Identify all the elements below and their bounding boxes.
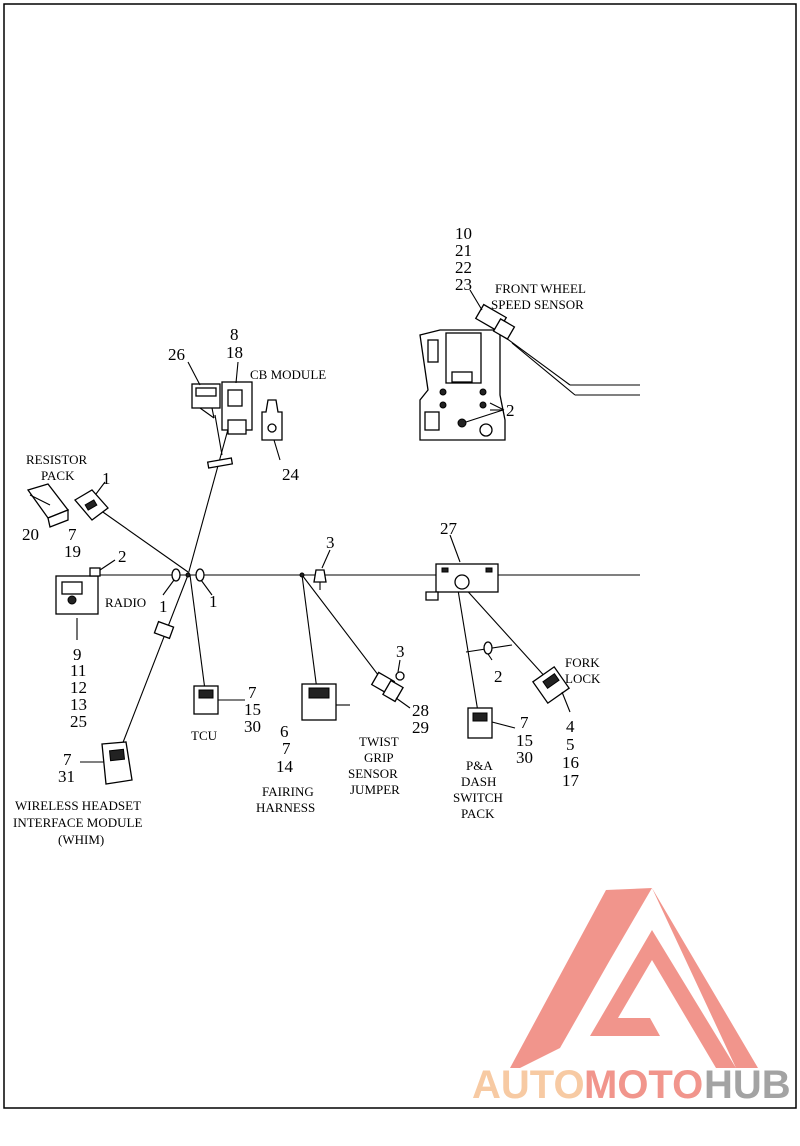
clip-1a-num: 1 xyxy=(159,597,168,616)
watermark-outer-triangle xyxy=(510,888,652,1068)
tcu-connector xyxy=(193,685,219,715)
radio xyxy=(55,567,101,615)
tcu-num-2: 15 xyxy=(244,700,261,719)
radio-num-2: 11 xyxy=(70,661,86,680)
whim-wire-clip xyxy=(153,620,175,640)
resistor-num: 20 xyxy=(22,525,39,544)
cb-module-label: CB MODULE xyxy=(250,367,326,382)
whim-label-1: WIRELESS HEADSET xyxy=(15,798,141,813)
watermark-triangle xyxy=(590,888,758,1068)
twist-grip-connector xyxy=(370,671,405,703)
watermark-auto: AUTO xyxy=(472,1063,585,1107)
twist-label-3: SENSOR xyxy=(348,766,398,781)
twist-top-num: 3 xyxy=(396,642,405,661)
fairing-num-2: 7 xyxy=(282,739,291,758)
tcu-num-1: 7 xyxy=(248,683,257,702)
radio-num-1: 9 xyxy=(73,645,82,664)
radio-top-num: 2 xyxy=(118,547,127,566)
callout-labels: 10 21 22 23 FRONT WHEEL SPEED SENSOR 2 8… xyxy=(13,224,601,847)
dash-clip-2 xyxy=(483,641,493,655)
front-wheel-num-4: 23 xyxy=(455,275,472,294)
resistor-pack xyxy=(26,483,70,528)
watermark-hub: HUB xyxy=(704,1063,791,1107)
cb-num-1: 8 xyxy=(230,325,239,344)
clip-3-num: 3 xyxy=(326,533,335,552)
tcu-label: TCU xyxy=(191,728,218,743)
front-wheel-label-1: FRONT WHEEL xyxy=(495,281,586,296)
fairing-num-1: 6 xyxy=(280,722,289,741)
fairing-num-3: 14 xyxy=(276,757,294,776)
tcu-num-3: 30 xyxy=(244,717,261,736)
whim-label-2: INTERFACE MODULE xyxy=(13,815,142,830)
whim-connector xyxy=(101,741,133,785)
fork-lock-connector xyxy=(531,665,571,705)
twist-label-1: TWIST xyxy=(359,734,399,749)
front-wheel-num-1: 10 xyxy=(455,224,472,243)
dash-label-3: SWITCH xyxy=(453,790,503,805)
twist-num-1: 28 xyxy=(412,701,429,720)
fork-num-3: 16 xyxy=(562,753,579,772)
fork-num-1: 4 xyxy=(566,717,575,736)
cb-module xyxy=(221,381,253,435)
fairing-connector xyxy=(301,683,337,721)
front-wheel-label-2: SPEED SENSOR xyxy=(491,297,584,312)
dash-num-2: 15 xyxy=(516,731,533,750)
clip-3 xyxy=(313,569,327,590)
resistor-connector xyxy=(74,489,109,521)
radio-num-4: 13 xyxy=(70,695,87,714)
resistor-conn-num-2: 7 xyxy=(68,525,77,544)
cb-num-2: 18 xyxy=(226,343,243,362)
dash-switch-connector xyxy=(467,707,493,739)
clip-1a xyxy=(171,568,181,582)
bracket-24 xyxy=(261,399,283,441)
dash-label-1: P&A xyxy=(466,758,493,773)
fairing-label-2: HARNESS xyxy=(256,800,315,815)
whim-num-1: 7 xyxy=(63,750,72,769)
resistor-conn-num-3: 19 xyxy=(64,542,81,561)
whim-label-3: (WHIM) xyxy=(58,832,104,847)
dash-num-3: 30 xyxy=(516,748,533,767)
dash-label-2: DASH xyxy=(461,774,496,789)
sensor-bracket-num: 2 xyxy=(506,401,515,420)
resistor-conn-num-1: 1 xyxy=(102,469,111,488)
fork-label-2: LOCK xyxy=(565,671,601,686)
dash-clip-num: 2 xyxy=(494,667,503,686)
front-wheel-num-2: 21 xyxy=(455,241,472,260)
whim-num-2: 31 xyxy=(58,767,75,786)
radio-num-5: 25 xyxy=(70,712,87,731)
fairing-label-1: FAIRING xyxy=(262,784,314,799)
leader-lines xyxy=(29,289,571,763)
clip-1b xyxy=(195,568,205,582)
harness-wires xyxy=(95,337,640,746)
resistor-label-1: RESISTOR xyxy=(26,452,87,467)
watermark-logo: AUTO MOTO HUB xyxy=(472,888,791,1107)
front-wheel-bracket xyxy=(419,329,506,441)
fork-num-4: 17 xyxy=(562,771,580,790)
fork-label-1: FORK xyxy=(565,655,600,670)
bracket-27-num: 27 xyxy=(440,519,458,538)
page-frame xyxy=(3,3,797,1109)
connector-26 xyxy=(191,383,221,419)
fork-num-2: 5 xyxy=(566,735,575,754)
front-wheel-num-3: 22 xyxy=(455,258,472,277)
resistor-label-2: PACK xyxy=(41,468,75,483)
dash-num-1: 7 xyxy=(520,713,529,732)
dash-label-4: PACK xyxy=(461,806,495,821)
twist-num-2: 29 xyxy=(412,718,429,737)
trunk-node xyxy=(185,572,305,578)
bracket-27 xyxy=(425,563,499,601)
cb-wire-clamp xyxy=(206,457,234,469)
clip-1b-num: 1 xyxy=(209,592,218,611)
twist-label-4: JUMPER xyxy=(350,782,400,797)
bracket-24-num: 24 xyxy=(282,465,300,484)
radio-num-3: 12 xyxy=(70,678,87,697)
connector-26-num: 26 xyxy=(168,345,185,364)
watermark-moto: MOTO xyxy=(584,1063,703,1107)
front-wheel-speed-sensor xyxy=(474,303,516,340)
radio-label: RADIO xyxy=(105,595,146,610)
twist-label-2: GRIP xyxy=(364,750,394,765)
